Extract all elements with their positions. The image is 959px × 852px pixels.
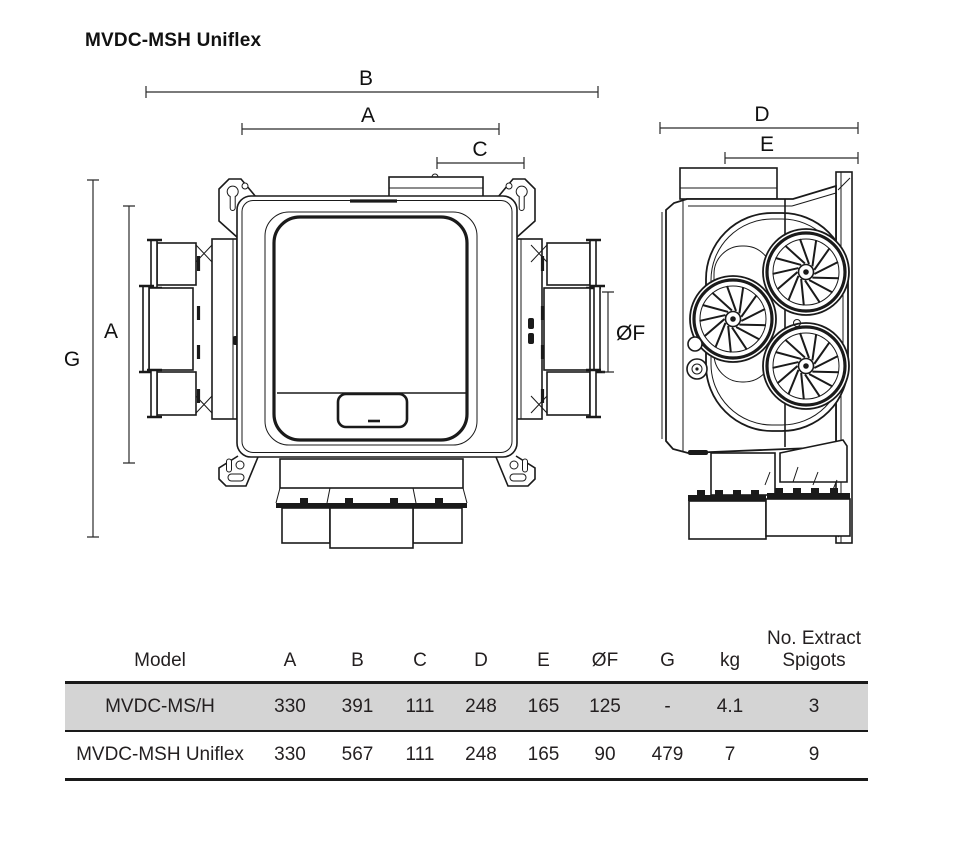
fan-hub-connector	[793, 319, 801, 327]
cell-b: 567	[325, 731, 390, 781]
front-body	[236, 195, 518, 458]
col-header-kg: kg	[700, 620, 760, 684]
fan-impeller-bottom-right	[762, 322, 850, 410]
dim-label-g: G	[64, 348, 80, 371]
side-view-drawing: D E	[659, 103, 859, 544]
col-header-spigots-line1: No. Extract	[767, 628, 861, 649]
front-view-drawing: B A C G A ØF	[64, 67, 645, 549]
col-header-c: C	[390, 620, 450, 684]
col-header-f: ØF	[575, 620, 635, 684]
cell-kg: 4.1	[700, 682, 760, 732]
col-header-b: B	[325, 620, 390, 684]
side-latch-knobs	[686, 336, 708, 455]
dim-label-f: ØF	[616, 322, 645, 345]
front-left-spigots	[139, 238, 238, 420]
cell-e: 165	[512, 682, 575, 732]
table-row: MVDC-MS/H 330 391 111 248 165 125 - 4.1 …	[65, 682, 868, 732]
dim-a-left-line	[123, 205, 135, 464]
col-header-spigots: No. Extract Spigots	[760, 620, 868, 684]
dim-f-line	[602, 291, 614, 373]
cell-e: 165	[512, 731, 575, 781]
col-header-model: Model	[65, 620, 255, 684]
fan-impeller-left	[689, 275, 777, 363]
dim-a-top-line	[241, 123, 500, 135]
page-title: MVDC-MSH Uniflex	[85, 30, 262, 51]
cell-kg: 7	[700, 731, 760, 781]
cell-spigots: 3	[760, 682, 868, 732]
dim-g-line	[87, 179, 99, 538]
cell-spigots: 9	[760, 731, 868, 781]
cell-g: -	[635, 682, 700, 732]
cell-d: 248	[450, 682, 512, 732]
col-header-a: A	[255, 620, 325, 684]
cell-b: 391	[325, 682, 390, 732]
dim-c-line	[436, 157, 525, 169]
cell-f: 125	[575, 682, 635, 732]
col-header-g: G	[635, 620, 700, 684]
col-header-d: D	[450, 620, 512, 684]
cell-f: 90	[575, 731, 635, 781]
table-header-row: Model A B C D E ØF G kg No. Extract Spig…	[65, 620, 868, 684]
dim-label-c: C	[472, 138, 487, 161]
dim-label-a-left: A	[104, 320, 118, 343]
dim-label-a-top: A	[361, 104, 375, 127]
dim-label-b: B	[359, 67, 373, 90]
dimensions-table: Model A B C D E ØF G kg No. Extract Spig…	[65, 620, 868, 781]
side-bottom-spigots	[688, 439, 851, 540]
dim-e-line	[724, 152, 859, 164]
cell-model: MVDC-MSH Uniflex	[65, 731, 255, 781]
col-header-e: E	[512, 620, 575, 684]
cell-a: 330	[255, 682, 325, 732]
dim-lines-side: D E	[659, 103, 859, 164]
cell-c: 111	[390, 731, 450, 781]
dim-d-line	[659, 122, 859, 134]
cell-g: 479	[635, 731, 700, 781]
cell-c: 111	[390, 682, 450, 732]
front-keyhole-slots	[226, 182, 528, 482]
dim-label-e: E	[760, 133, 774, 156]
dim-b-line	[145, 86, 599, 98]
technical-drawing: B A C G A ØF	[64, 67, 859, 549]
front-top-spigot	[388, 173, 484, 198]
front-bottom-spigot	[275, 458, 468, 549]
table-row: MVDC-MSH Uniflex 330 567 111 248 165 90 …	[65, 731, 868, 781]
cell-model: MVDC-MS/H	[65, 682, 255, 732]
side-top-spigot	[679, 167, 778, 200]
fan-impeller-top-right	[762, 228, 850, 316]
cell-d: 248	[450, 731, 512, 781]
col-header-spigots-line2: Spigots	[782, 650, 846, 671]
cell-a: 330	[255, 731, 325, 781]
front-right-spigots	[516, 238, 605, 420]
dim-label-d: D	[754, 103, 769, 126]
dim-lines-front: B A C G A ØF	[64, 67, 645, 538]
